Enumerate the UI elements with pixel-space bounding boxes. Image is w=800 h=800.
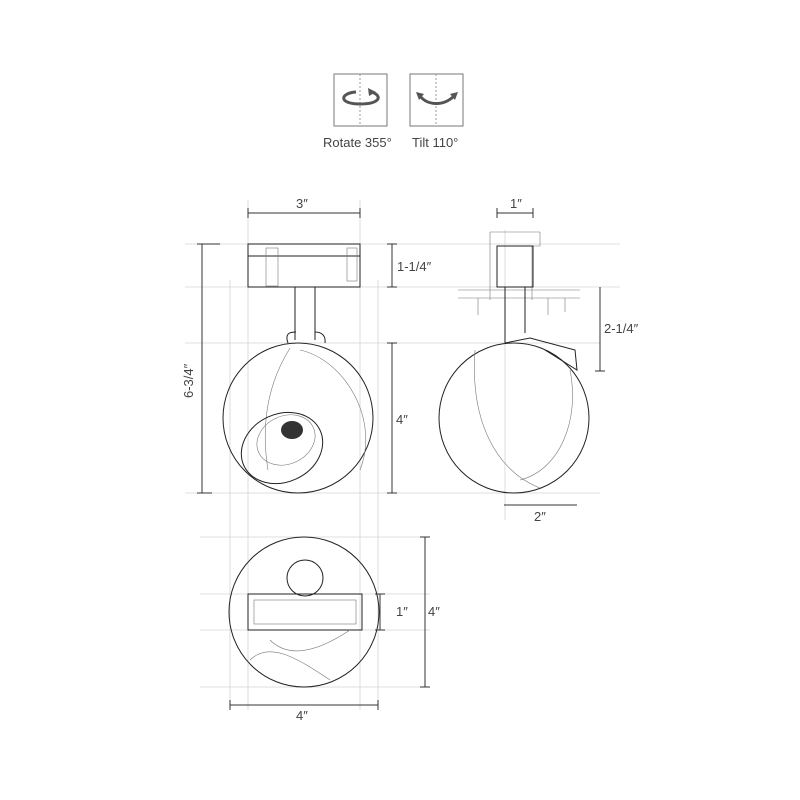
bottom-width-label: 4″: [296, 708, 308, 723]
side-offset-label: 2″: [534, 509, 546, 524]
front-dimensions: [197, 208, 397, 494]
front-view: [222, 243, 374, 494]
tilt-label: Tilt 110°: [412, 135, 458, 150]
guide-lines: [185, 200, 620, 710]
bottom-view: [228, 536, 380, 688]
front-total-height-label: 6-3/4″: [181, 363, 196, 398]
front-head-height-label: 4″: [396, 412, 408, 427]
bottom-track-width-label: 1″: [396, 604, 408, 619]
side-view: [438, 231, 590, 494]
front-width-label: 3″: [296, 196, 308, 211]
side-track-width-label: 1″: [510, 196, 522, 211]
side-stem-height-label: 2-1/4″: [604, 321, 639, 336]
rotate-label: Rotate 355°: [323, 135, 392, 150]
tilt-icon: [409, 73, 464, 127]
bottom-depth-label: 4″: [428, 604, 440, 619]
side-dimensions: [496, 208, 605, 506]
front-track-height-label: 1-1/4″: [397, 259, 432, 274]
bottom-dimensions: [229, 536, 430, 710]
rotate-icon: [333, 73, 388, 127]
